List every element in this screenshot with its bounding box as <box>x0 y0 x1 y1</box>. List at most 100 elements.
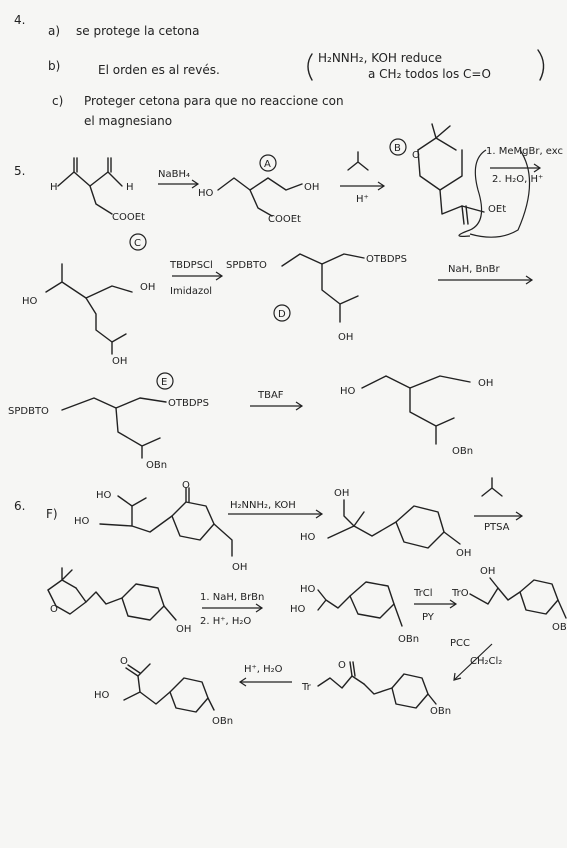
q6-arrow-5: PCC CH₂Cl₂ <box>450 638 502 681</box>
svg-text:HO: HO <box>340 386 356 397</box>
svg-text:OH: OH <box>456 548 471 559</box>
q5-arrow-3: TBDPSCl Imidazol <box>169 260 224 297</box>
q5-label-a-circle <box>259 154 277 172</box>
q6-number: 6. <box>14 499 25 513</box>
q6-arrow-2: PTSA <box>474 477 524 533</box>
q6-arrow-4: TrCl PY <box>413 588 458 623</box>
q6-pcc-product: Tr O OBn <box>301 660 451 717</box>
svg-text:OTBDPS: OTBDPS <box>168 398 209 409</box>
svg-text:OH: OH <box>334 488 349 499</box>
svg-text:H₂NNH₂, KOH: H₂NNH₂, KOH <box>230 500 296 511</box>
svg-text:OH: OH <box>478 378 493 389</box>
q6-trityl-ether: TrO OH OBn <box>451 566 567 633</box>
q4-b-note-1: H₂NNH₂, KOH reduce <box>318 51 442 65</box>
svg-text:Tr: Tr <box>301 682 312 693</box>
svg-text:PTSA: PTSA <box>484 522 510 533</box>
q5-number: 5. <box>14 164 25 178</box>
q4-number: 4. <box>14 13 25 27</box>
q5-label-c-circle <box>129 233 147 251</box>
q5-compound-c: C HO OH OH <box>22 233 155 367</box>
svg-text:B: B <box>394 143 401 154</box>
q4-a-label: a) <box>48 24 60 38</box>
q5-label-e-circle <box>156 372 174 390</box>
q5-compound-f: HO OH OBn <box>340 375 493 457</box>
svg-text:OH: OH <box>112 356 127 367</box>
q5-arrow-5: TBAF <box>250 390 304 411</box>
svg-text:OBn: OBn <box>452 446 473 457</box>
q4-c-label: c) <box>52 94 63 108</box>
svg-text:TrO: TrO <box>451 588 469 599</box>
svg-text:OH: OH <box>140 282 155 293</box>
q4-a-text: se protege la cetona <box>76 24 199 38</box>
q5-compound-b: B O OEt 1. MeMgBr, exc 2. H₂O, H⁺ <box>389 123 563 238</box>
q4-paren-left <box>307 53 313 81</box>
q4-b-note-2: a CH₂ todos los C=O <box>368 67 491 81</box>
svg-text:HO: HO <box>96 490 112 501</box>
q5-compound-e: E SPDBTO OTBDPS OBn <box>8 372 209 471</box>
svg-text:OBn: OBn <box>212 716 233 727</box>
svg-text:H: H <box>50 182 58 193</box>
svg-text:HO: HO <box>198 188 214 199</box>
svg-text:TBAF: TBAF <box>257 390 284 401</box>
q6-arrow-3: 1. NaH, BrBn 2. H⁺, H₂O <box>200 592 264 627</box>
svg-text:SPDBTO: SPDBTO <box>226 260 267 271</box>
svg-text:HO: HO <box>300 532 316 543</box>
svg-text:D: D <box>278 309 286 320</box>
svg-text:PCC: PCC <box>450 638 470 649</box>
svg-text:HO: HO <box>22 296 38 307</box>
q6-reduced-triol: OH HO OH <box>300 488 471 559</box>
svg-text:Imidazol: Imidazol <box>170 286 212 297</box>
svg-text:2. H₂O, H⁺: 2. H₂O, H⁺ <box>492 174 543 185</box>
svg-text:O: O <box>182 480 190 491</box>
q5-label-b-circle <box>389 138 407 156</box>
svg-text:O: O <box>50 604 58 615</box>
svg-text:OBn: OBn <box>398 634 419 645</box>
svg-text:OH: OH <box>480 566 495 577</box>
svg-text:H⁺, H₂O: H⁺, H₂O <box>244 664 283 675</box>
svg-text:OH: OH <box>232 562 247 573</box>
svg-text:SPDBTO: SPDBTO <box>8 406 49 417</box>
question-5: 5. H H COOEt NaBH₄ A HO OH COOEt <box>8 123 563 471</box>
q4-paren-right <box>537 49 545 81</box>
svg-text:OTBDPS: OTBDPS <box>366 254 407 265</box>
q5-mechanism-arrow <box>458 149 487 237</box>
svg-text:OH: OH <box>176 624 191 635</box>
svg-text:O: O <box>412 150 420 161</box>
svg-text:HO: HO <box>290 604 306 615</box>
svg-text:TrCl: TrCl <box>413 588 433 599</box>
q5-step1-reagent: NaBH₄ <box>158 169 190 180</box>
svg-text:COOEt: COOEt <box>268 214 301 225</box>
q5-arrow-2: H⁺ <box>340 151 386 205</box>
question-6: 6. F) HO HO O OH H₂NNH₂, KOH OH HO <box>14 477 567 727</box>
q5-dialdehyde: H H COOEt <box>50 157 145 223</box>
svg-text:OEt: OEt <box>488 204 506 215</box>
svg-text:HO: HO <box>300 584 316 595</box>
q5-arrow-4: NaH, BnBr <box>438 264 534 285</box>
svg-text:1. MeMgBr, exc: 1. MeMgBr, exc <box>486 146 563 157</box>
q4-c-text-2: el magnesiano <box>84 114 172 128</box>
svg-text:COOEt: COOEt <box>112 212 145 223</box>
svg-text:E: E <box>161 377 167 388</box>
svg-text:NaH, BnBr: NaH, BnBr <box>448 264 501 275</box>
svg-text:OBn: OBn <box>146 460 167 471</box>
svg-text:H⁺: H⁺ <box>356 194 369 205</box>
svg-text:O: O <box>120 656 128 667</box>
svg-text:OH: OH <box>338 332 353 343</box>
svg-text:HO: HO <box>94 690 110 701</box>
svg-text:1. NaH, BrBn: 1. NaH, BrBn <box>200 592 264 603</box>
svg-text:OH: OH <box>304 182 319 193</box>
q6-f-label: F) <box>46 507 58 521</box>
svg-text:TBDPSCl: TBDPSCl <box>169 260 213 271</box>
svg-text:OBn: OBn <box>552 622 567 633</box>
q6-acetal: O OH <box>47 567 191 635</box>
svg-text:CH₂Cl₂: CH₂Cl₂ <box>470 656 502 667</box>
q6-final-product: O HO OBn <box>94 656 233 727</box>
svg-text:HO: HO <box>74 516 90 527</box>
q6-start-ketone: HO HO O OH <box>74 480 247 573</box>
q5-compound-d: SPDBTO OTBDPS OH D <box>226 253 407 343</box>
q4-b-text: El orden es al revés. <box>98 63 220 77</box>
q6-arrow-1: H₂NNH₂, KOH <box>228 500 324 519</box>
svg-text:A: A <box>264 159 271 170</box>
svg-text:PY: PY <box>422 612 435 623</box>
